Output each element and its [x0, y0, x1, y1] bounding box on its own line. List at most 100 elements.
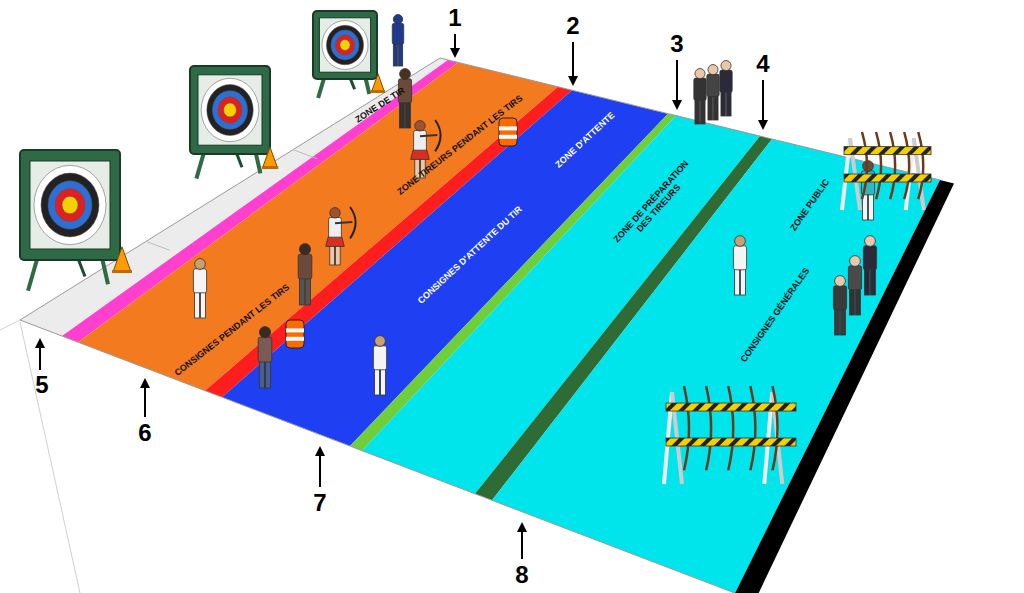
range-part [499, 118, 517, 146]
callout-arrow [676, 60, 678, 102]
range-part [833, 286, 846, 310]
range-part [841, 308, 846, 335]
range-part [918, 132, 923, 199]
range-part [41, 173, 99, 237]
callout-arrow [39, 346, 41, 370]
range-part [373, 346, 386, 370]
range-part [406, 101, 411, 128]
ground-line [0, 320, 20, 330]
range-part [335, 35, 354, 55]
archery-target [313, 11, 377, 98]
range-part [201, 78, 259, 141]
range-part [55, 189, 85, 222]
lane-line [293, 150, 317, 159]
range-part [695, 99, 699, 124]
range-part [666, 438, 796, 446]
range-part [113, 247, 131, 272]
range-part [201, 291, 206, 318]
archer-figure [326, 207, 356, 265]
traffic-barrel [286, 320, 304, 348]
range-part [319, 18, 370, 72]
person-figure [193, 259, 206, 318]
person-figure [373, 336, 386, 395]
person-figure [694, 69, 706, 124]
callout-arrowhead [450, 48, 460, 58]
callout-arrowhead [315, 446, 325, 456]
range-part [20, 150, 120, 260]
person-figure [863, 236, 876, 295]
bow-rack-barrier [842, 132, 931, 210]
range-part [399, 43, 403, 66]
range-part [871, 268, 876, 295]
range-part [262, 166, 279, 169]
callout-arrowhead [140, 378, 150, 388]
person-figure [298, 244, 312, 305]
bow-rack-barrier [664, 386, 796, 484]
range-part [258, 337, 272, 362]
person-figure [392, 15, 403, 66]
range-part [350, 207, 356, 238]
range-part [773, 386, 778, 470]
range-part [322, 21, 368, 70]
callout-arrow [144, 386, 146, 417]
range-part [750, 386, 755, 470]
callout-arrow [762, 80, 764, 122]
range-part [190, 66, 270, 154]
range-part [411, 150, 430, 159]
range-part [708, 65, 718, 75]
range-part [844, 174, 931, 182]
range-part [400, 69, 411, 80]
range-part [735, 268, 740, 295]
callout-arrowhead [568, 76, 578, 86]
range-part [435, 120, 441, 151]
callout-number: 1 [448, 4, 461, 32]
range-part [193, 269, 206, 293]
callout-arrow [521, 530, 523, 559]
range-part [869, 193, 874, 220]
black-edge [735, 180, 954, 593]
range-part [856, 288, 861, 315]
cyan-zone [492, 139, 940, 593]
traffic-cone [112, 247, 132, 273]
range-part [313, 11, 377, 79]
range-part [694, 78, 706, 100]
range-part [259, 327, 270, 338]
range-part [400, 101, 405, 128]
range-part [286, 337, 304, 341]
range-part [393, 43, 397, 66]
range-part [733, 246, 746, 270]
range-part [112, 270, 132, 273]
traffic-barrel [499, 118, 517, 146]
range-part [420, 135, 437, 136]
range-part [666, 403, 796, 411]
callout-arrow [319, 454, 321, 487]
callout-number: 8 [515, 561, 528, 589]
traffic-cone [262, 147, 279, 169]
person-figure [720, 61, 732, 116]
person-figure [398, 69, 411, 128]
range-part [835, 276, 846, 287]
range-part [848, 266, 861, 290]
range-part [720, 70, 732, 92]
range-part [331, 30, 359, 60]
range-part [326, 25, 363, 64]
range-part [259, 360, 264, 388]
range-part [224, 103, 237, 117]
range-part [306, 277, 311, 305]
range-part [499, 126, 517, 130]
range-part [850, 256, 861, 267]
callout-arrowhead [758, 120, 768, 130]
range-part [335, 222, 352, 223]
person-figure [733, 236, 746, 295]
range-part [48, 181, 92, 229]
range-part [299, 277, 304, 305]
range-part [862, 132, 867, 199]
range-part [865, 236, 876, 247]
callout-arrowhead [517, 522, 527, 532]
range-part [865, 268, 870, 295]
range-part [741, 268, 746, 295]
range-part [330, 208, 340, 218]
range-part [207, 84, 253, 135]
range-part [298, 254, 312, 279]
range-part [835, 308, 840, 335]
